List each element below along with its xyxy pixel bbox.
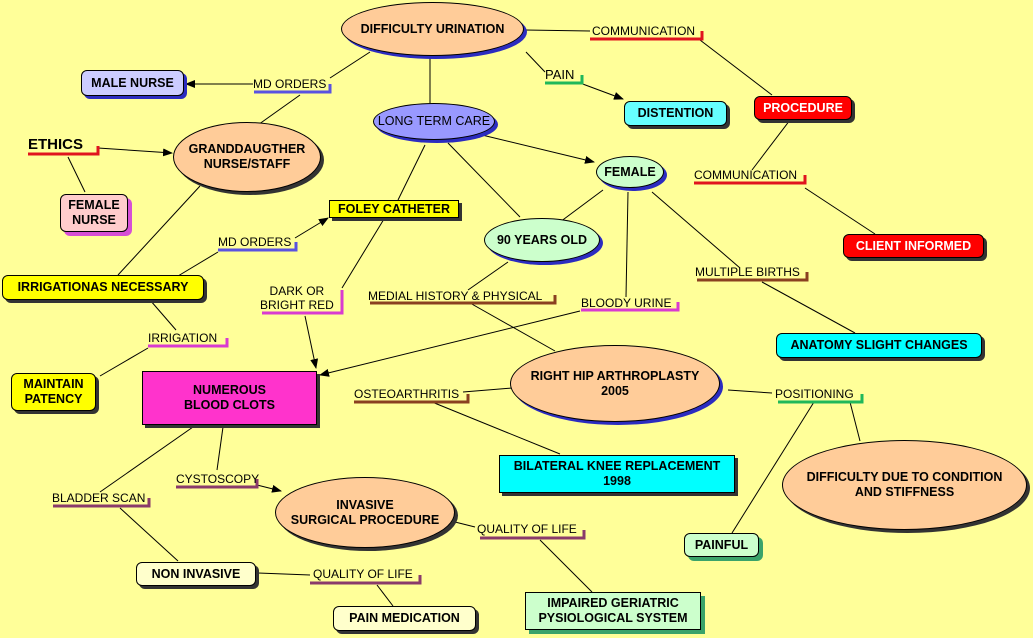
node-right-hip-arthroplasty[interactable]: RIGHT HIP ARTHROPLASTY 2005	[510, 345, 720, 422]
node-non-invasive[interactable]: NON INVASIVE	[136, 562, 256, 586]
underline	[218, 242, 298, 252]
edge	[117, 185, 201, 276]
edge	[469, 302, 556, 352]
link-label-irrigation: IRRIGATION	[148, 331, 218, 345]
edge-arrow	[256, 484, 282, 493]
edge	[397, 144, 426, 201]
edge	[329, 51, 371, 79]
node-bilateral-knee-replacement[interactable]: BILATERAL KNEE REPLACEMENT 1998	[499, 455, 735, 493]
link-label-quality-of-life-right: QUALITY OF LIFE	[477, 522, 577, 536]
underline	[310, 575, 422, 585]
edge	[431, 401, 561, 455]
edge	[462, 387, 513, 393]
link-label-bloody-urine: BLOODY URINE	[581, 296, 672, 310]
underline	[148, 338, 229, 348]
node-procedure[interactable]: PROCEDURE	[754, 96, 852, 120]
link-label-md-orders-mid: MD ORDERS	[218, 235, 292, 249]
edge	[254, 94, 301, 128]
node-pain-medication[interactable]: PAIN MEDICATION	[333, 606, 476, 631]
edge	[119, 507, 179, 562]
edge	[524, 29, 591, 32]
node-foley-catheter[interactable]: FOLEY CATHETER	[329, 200, 459, 218]
underline	[262, 290, 344, 315]
underline	[370, 295, 557, 305]
underline	[254, 84, 332, 94]
edge-arrow	[294, 217, 329, 239]
link-label-bladder-scan: BLADDER SCAN	[52, 491, 146, 505]
node-invasive-surgical-procedure[interactable]: INVASIVE SURGICAL PROCEDURE	[275, 477, 455, 548]
edge	[467, 261, 509, 291]
link-label-communication-right: COMMUNICATION	[694, 168, 798, 182]
edge	[99, 426, 194, 493]
node-90-years-old[interactable]: 90 YEARS OLD	[484, 218, 600, 262]
underline	[53, 498, 151, 508]
node-maintain-patency[interactable]: MAINTAIN PATENCY	[11, 373, 96, 411]
node-numerous-blood-clots[interactable]: NUMEROUS BLOOD CLOTS	[142, 371, 317, 425]
edge	[525, 51, 546, 73]
edge	[699, 39, 773, 96]
underline	[480, 530, 586, 540]
link-label-medial-history: MEDIAL HISTORY & PHYSICAL	[368, 289, 543, 303]
edge	[99, 347, 149, 377]
edge	[625, 191, 629, 298]
link-label-md-orders-top: MD ORDERS	[253, 77, 327, 91]
link-label-dark-or-bright-red: DARK OR BRIGHT RED	[260, 284, 334, 312]
node-long-term-care[interactable]: LONG TERM CARE	[373, 103, 495, 140]
underline	[697, 272, 809, 282]
edge-arrow	[319, 310, 581, 377]
node-client-informed[interactable]: CLIENT INFORMED	[843, 234, 984, 258]
edge	[651, 191, 741, 269]
node-difficulty-urination[interactable]: DIFFICULTY URINATION	[341, 2, 524, 56]
edge-arrow	[304, 315, 319, 369]
edge	[539, 539, 593, 593]
edge	[177, 251, 219, 277]
edge	[761, 281, 856, 334]
link-label-osteoarthritis: OSTEOARTHRITIS	[354, 387, 460, 401]
node-anatomy-slight-changes[interactable]: ANATOMY SLIGHT CHANGES	[776, 333, 982, 358]
node-ethics[interactable]: ETHICS	[28, 136, 84, 153]
edge	[67, 156, 86, 193]
edge	[559, 189, 604, 223]
edge	[257, 572, 311, 576]
link-label-pain: PAIN	[545, 67, 575, 82]
underline	[176, 479, 259, 489]
link-label-quality-of-life-left: QUALITY OF LIFE	[313, 567, 413, 581]
link-label-cystoscopy: CYSTOSCOPY	[176, 472, 260, 486]
node-granddaughter-nurse-staff[interactable]: GRANDDAUGTHER NURSE/STAFF	[173, 122, 321, 192]
underline	[28, 146, 100, 156]
underline	[354, 394, 470, 404]
node-male-nurse[interactable]: MALE NURSE	[81, 70, 184, 96]
edge-arrow	[481, 134, 595, 164]
edge	[804, 187, 876, 235]
link-label-positioning: POSITIONING	[775, 387, 854, 401]
edge	[849, 401, 861, 442]
node-painful[interactable]: PAINFUL	[684, 533, 759, 557]
edge	[447, 142, 521, 218]
underline	[694, 175, 807, 185]
underline	[581, 302, 680, 312]
edge	[454, 521, 476, 528]
underline	[545, 75, 584, 85]
underline	[590, 31, 704, 41]
edge	[376, 584, 394, 607]
edge	[216, 426, 224, 471]
edge-arrow	[97, 147, 173, 157]
edge	[731, 401, 815, 534]
link-label-multiple-births: MULTIPLE BIRTHS	[695, 265, 800, 279]
node-distention[interactable]: DISTENTION	[624, 101, 727, 126]
node-female[interactable]: FEMALE	[596, 156, 664, 188]
edge	[727, 389, 773, 394]
node-impaired-geriatric-system[interactable]: IMPAIRED GERIATRIC PYSIOLOGICAL SYSTEM	[525, 592, 701, 630]
edge	[149, 299, 177, 331]
node-female-nurse[interactable]: FEMALE NURSE	[60, 194, 128, 232]
edge	[341, 218, 385, 289]
edge-arrow	[579, 82, 624, 100]
underline	[778, 394, 864, 404]
link-label-communication-top: COMMUNICATION	[592, 24, 696, 38]
node-difficulty-condition-stiffness[interactable]: DIFFICULTY DUE TO CONDITION AND STIFFNES…	[782, 440, 1027, 530]
node-irrigation-necessary[interactable]: IRRIGATIONAS NECESSARY	[2, 275, 204, 300]
edge	[751, 119, 791, 171]
